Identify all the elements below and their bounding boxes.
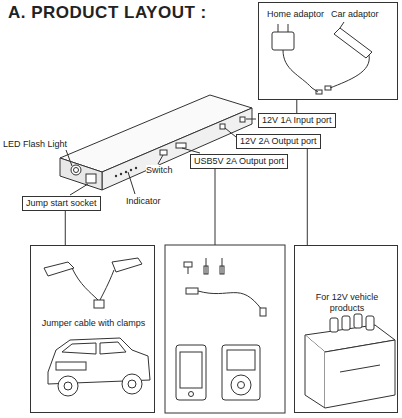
connector-line [65,211,66,245]
accessory-panel: Jumper cable with clamps [30,245,155,413]
box-label: 12V 1A Input port [262,115,332,126]
adaptor-panel: Home adaptor Car adaptor [258,2,398,100]
page-title: A. PRODUCT LAYOUT : [8,3,207,23]
jump-starter-device [60,95,252,190]
connector-line [307,149,308,245]
box-label: USB5V 2A Output port [194,156,284,167]
adaptor-art [272,22,372,94]
port-label-box: 12V 2A Output port [236,134,321,149]
cooler-box-art [305,314,395,408]
car-drawing [48,338,150,396]
part-label: LED Flash Light [3,139,67,150]
part-label: Switch [146,165,173,176]
leader-lines [66,119,256,245]
usb-devices-panel [165,245,285,413]
accessory-panel: For 12V vehicle products [294,245,398,413]
usb-devices-art [176,258,266,400]
panel-caption: For 12V vehicle products [299,292,395,314]
socket-label-box: Jump start socket [22,196,101,211]
port-label-box: 12V 1A Input port [258,113,336,128]
panel-caption: Home adaptor [267,9,324,20]
part-label: Indicator [126,196,161,207]
port-label-box: USB5V 2A Output port [190,154,288,169]
connector-line [296,100,297,113]
panel-caption: Car adaptor [331,9,379,20]
box-label: Jump start socket [26,198,97,209]
panel-caption: Jumper cable with clamps [35,318,152,329]
box-label: 12V 2A Output port [240,136,317,147]
